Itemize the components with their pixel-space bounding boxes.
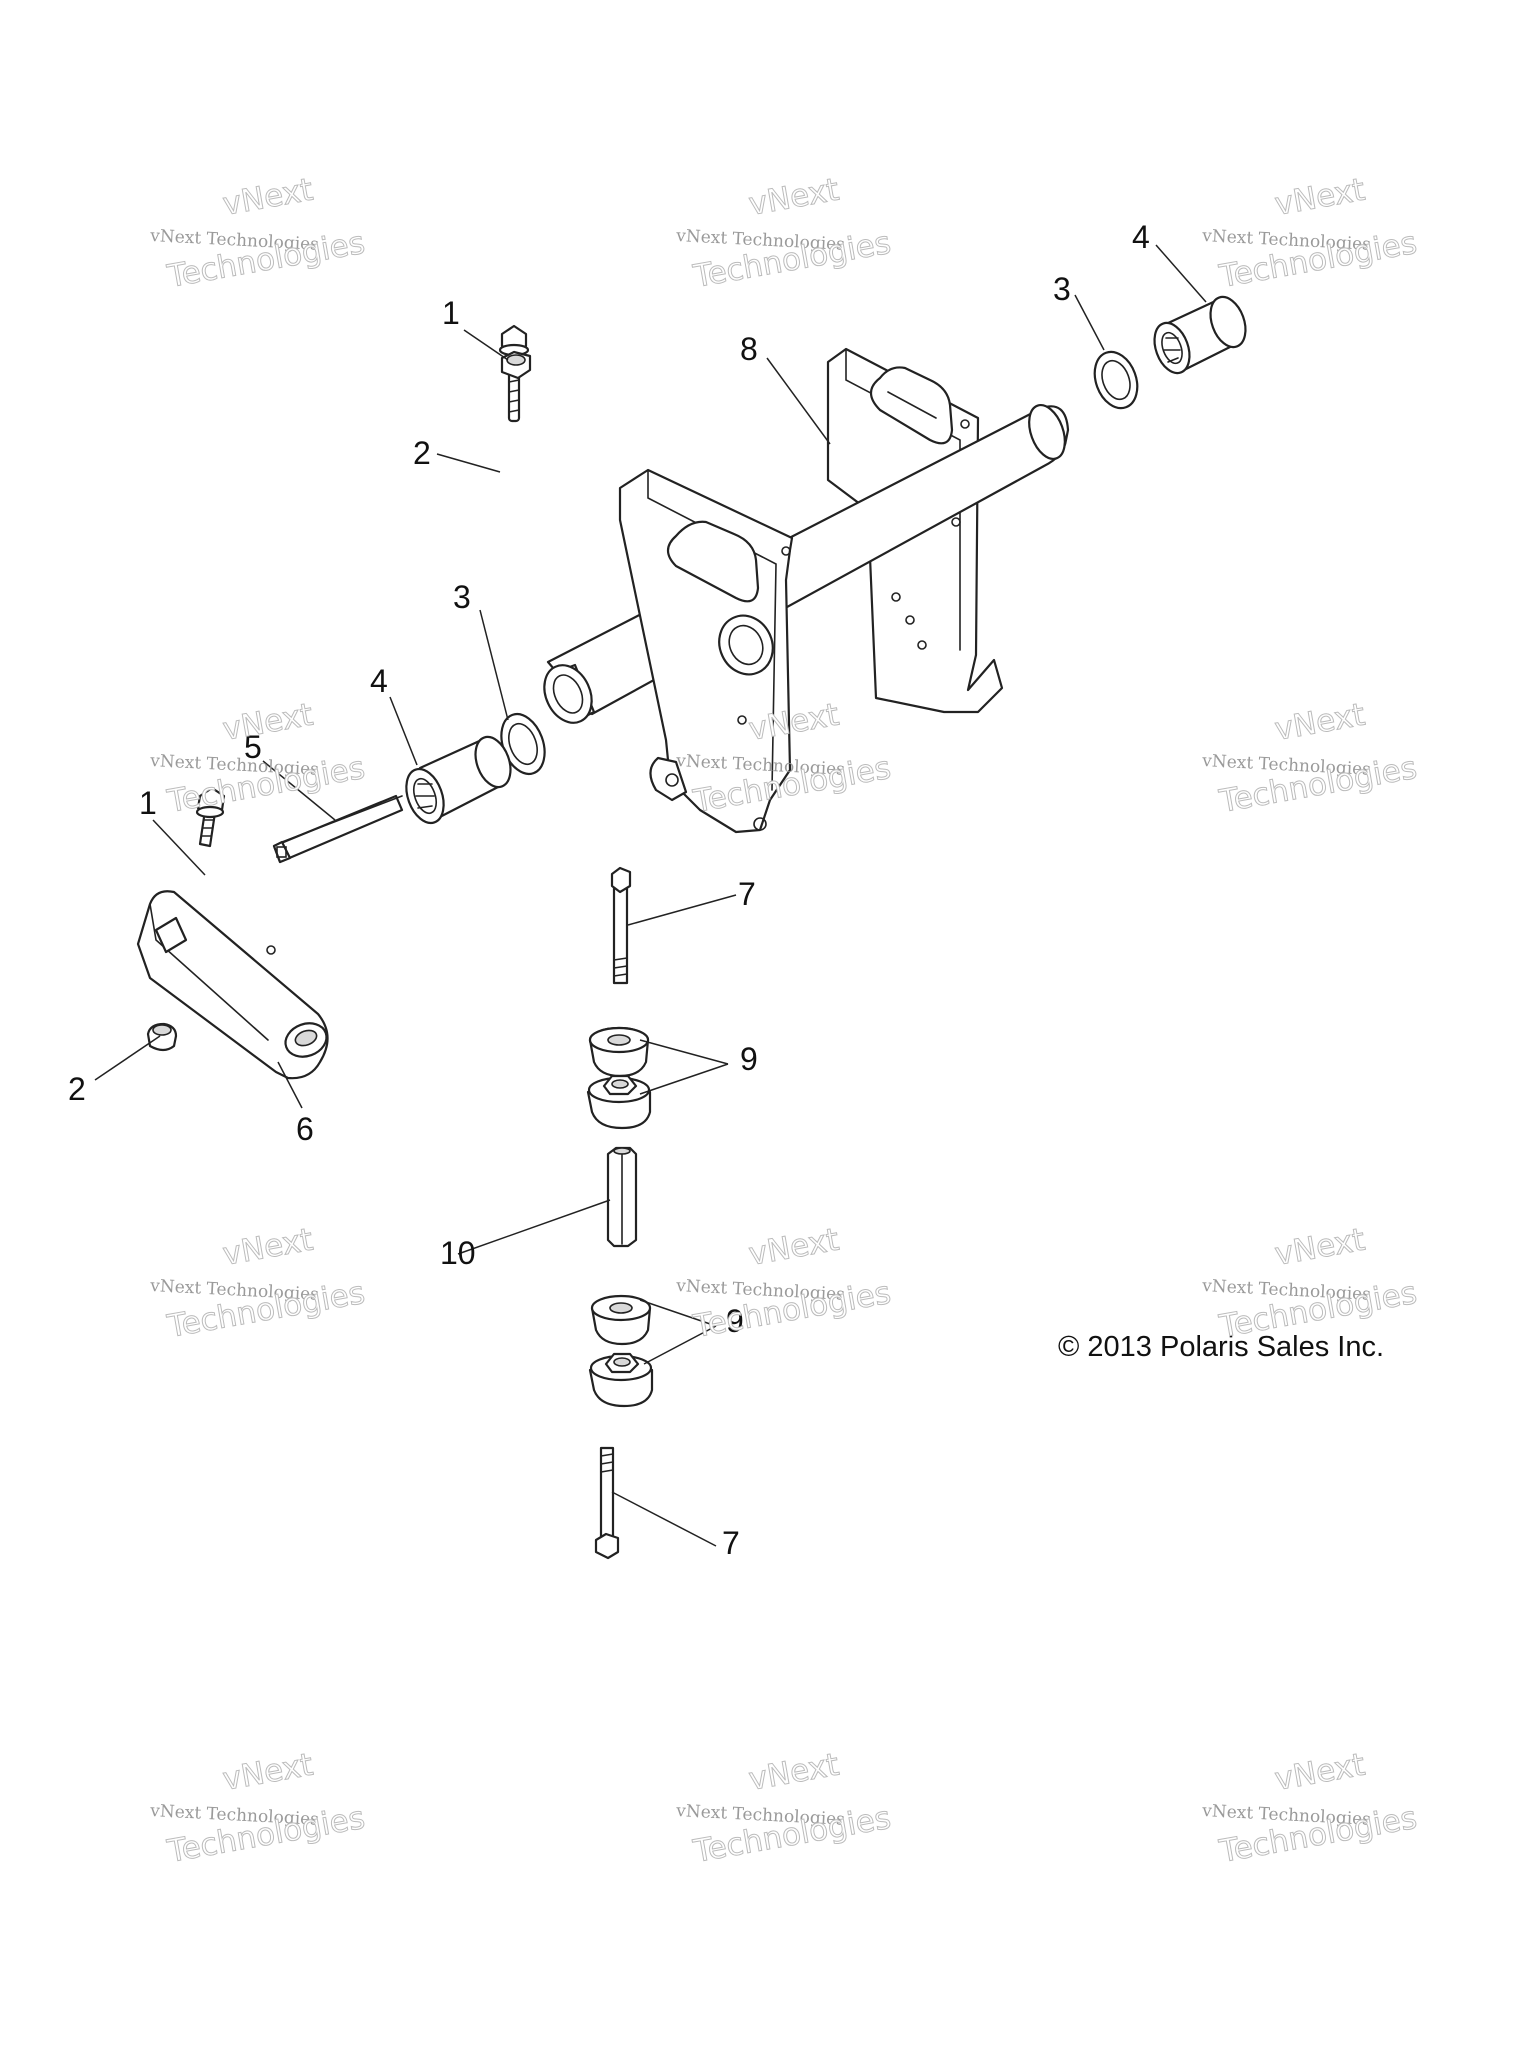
- watermark-r1c2: vNext vNext Technologies Technologies: [675, 171, 894, 295]
- square-shaft-part-5: [272, 794, 404, 864]
- callout-7-lower: 7: [722, 1525, 740, 1561]
- svg-text:vNext: vNext: [1272, 1747, 1367, 1798]
- watermark-r2c2: vNext vNext Technologies Technologies: [675, 696, 894, 820]
- rubber-mount-part-9-lower-b: [588, 1352, 654, 1408]
- watermark-r4c3: vNext vNext Technologies Technologies: [1201, 1746, 1420, 1870]
- callout-2-upper: 2: [413, 435, 431, 471]
- callout-10: 10: [440, 1235, 476, 1271]
- callout-5: 5: [244, 729, 262, 765]
- callout-3-right: 3: [1053, 271, 1071, 307]
- callout-4-left: 4: [370, 663, 388, 699]
- rubber-mount-part-9-upper-a: [588, 1026, 650, 1078]
- leader-lines: [94, 244, 1207, 1547]
- callout-2-lower: 2: [68, 1071, 86, 1107]
- watermark-r1c3: vNext vNext Technologies Technologies: [1201, 171, 1420, 295]
- callout-3-left: 3: [453, 579, 471, 615]
- watermark-grid: vNext vNext Technologies Technologies vN…: [149, 171, 1420, 1870]
- svg-text:vNext: vNext: [220, 1222, 315, 1273]
- bushing-part-4-right: [1153, 295, 1247, 375]
- bushing-part-4-left: [405, 735, 512, 825]
- callout-9-upper: 9: [740, 1041, 758, 1077]
- watermark-r4c1: vNext vNext Technologies Technologies: [149, 1746, 368, 1870]
- callout-9-lower: 9: [726, 1303, 744, 1339]
- watermark-r3c3: vNext vNext Technologies Technologies: [1201, 1221, 1420, 1345]
- copyright-notice: © 2013 Polaris Sales Inc.: [1058, 1331, 1384, 1363]
- watermark-r1c1: vNext vNext Technologies Technologies: [149, 171, 368, 295]
- callout-6: 6: [296, 1111, 314, 1147]
- callout-8: 8: [740, 331, 758, 367]
- hex-spacer-part-10: [606, 1146, 638, 1248]
- rubber-mount-part-9-lower-a: [590, 1294, 652, 1346]
- nut-part-2-lower: [146, 1022, 178, 1052]
- watermark-r3c1: vNext vNext Technologies Technologies: [149, 1221, 368, 1345]
- watermark-r4c2: vNext vNext Technologies Technologies: [675, 1746, 894, 1870]
- callout-1-upper: 1: [442, 295, 460, 331]
- washer-part-3-right: [1093, 350, 1139, 410]
- bolt-part-1-lower: [195, 786, 226, 848]
- rubber-mount-part-9-upper-b: [586, 1074, 652, 1130]
- svg-text:vNext: vNext: [1272, 697, 1367, 748]
- shaft-assembly-part-8: [543, 347, 1070, 834]
- callout-1-lower: 1: [139, 785, 157, 821]
- svg-text:vNext: vNext: [1272, 172, 1367, 223]
- bolt-part-7-upper: [610, 866, 632, 985]
- callout-7-upper: 7: [738, 876, 756, 912]
- svg-text:vNext: vNext: [1272, 1222, 1367, 1273]
- svg-text:vNext: vNext: [220, 172, 315, 223]
- svg-text:vNext: vNext: [746, 1747, 841, 1798]
- watermark-r2c1: vNext vNext Technologies Technologies: [149, 696, 368, 820]
- nut-part-2-upper: [500, 350, 532, 380]
- svg-text:vNext: vNext: [220, 1747, 315, 1798]
- watermark-r3c2: vNext vNext Technologies Technologies: [675, 1221, 894, 1345]
- svg-text:vNext: vNext: [746, 172, 841, 223]
- callout-labels: 1 2 3 4 3 4 8 5 1 2 6 7 9 10 9 7: [68, 219, 1150, 1561]
- bolt-part-7-lower: [594, 1446, 620, 1560]
- lever-arm-part-6: [136, 890, 329, 1080]
- svg-text:vNext: vNext: [220, 697, 315, 748]
- callout-4-right: 4: [1132, 219, 1150, 255]
- washer-part-3-left: [500, 712, 546, 776]
- svg-text:vNext: vNext: [746, 1222, 841, 1273]
- watermark-r2c3: vNext vNext Technologies Technologies: [1201, 696, 1420, 820]
